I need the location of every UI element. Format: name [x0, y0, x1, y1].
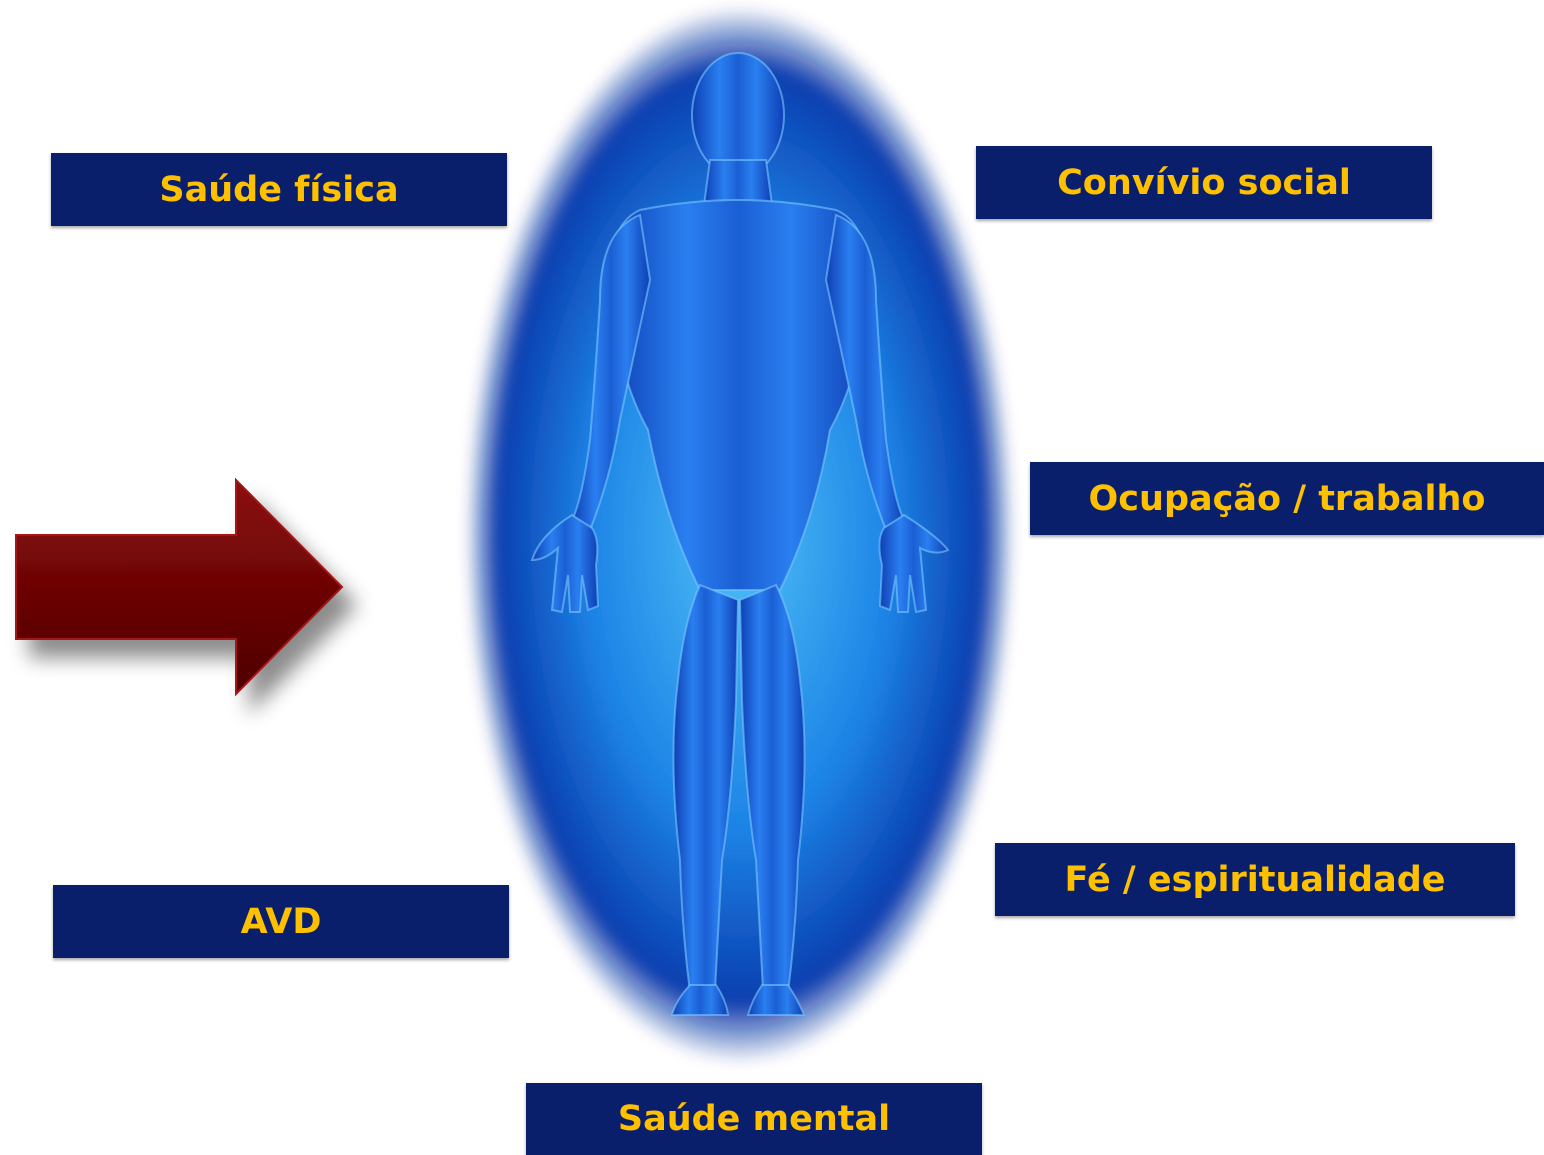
label-fe-espiritualidade-text: Fé / espiritualidade	[1065, 860, 1446, 900]
label-saude-fisica-text: Saúde física	[159, 170, 398, 210]
label-fe-espiritualidade: Fé / espiritualidade	[995, 843, 1515, 916]
label-saude-mental-text: Saúde mental	[618, 1099, 890, 1139]
label-saude-fisica: Saúde física	[51, 153, 507, 226]
label-convivio-social: Convívio social	[976, 146, 1432, 219]
label-avd: AVD	[53, 885, 509, 958]
label-saude-mental: Saúde mental	[526, 1083, 982, 1155]
label-ocupacao-trabalho: Ocupação / trabalho	[1030, 462, 1544, 535]
label-avd-text: AVD	[241, 902, 322, 942]
right-arrow-icon	[16, 480, 342, 694]
label-ocupacao-trabalho-text: Ocupação / trabalho	[1089, 479, 1486, 519]
label-convivio-social-text: Convívio social	[1057, 163, 1351, 203]
